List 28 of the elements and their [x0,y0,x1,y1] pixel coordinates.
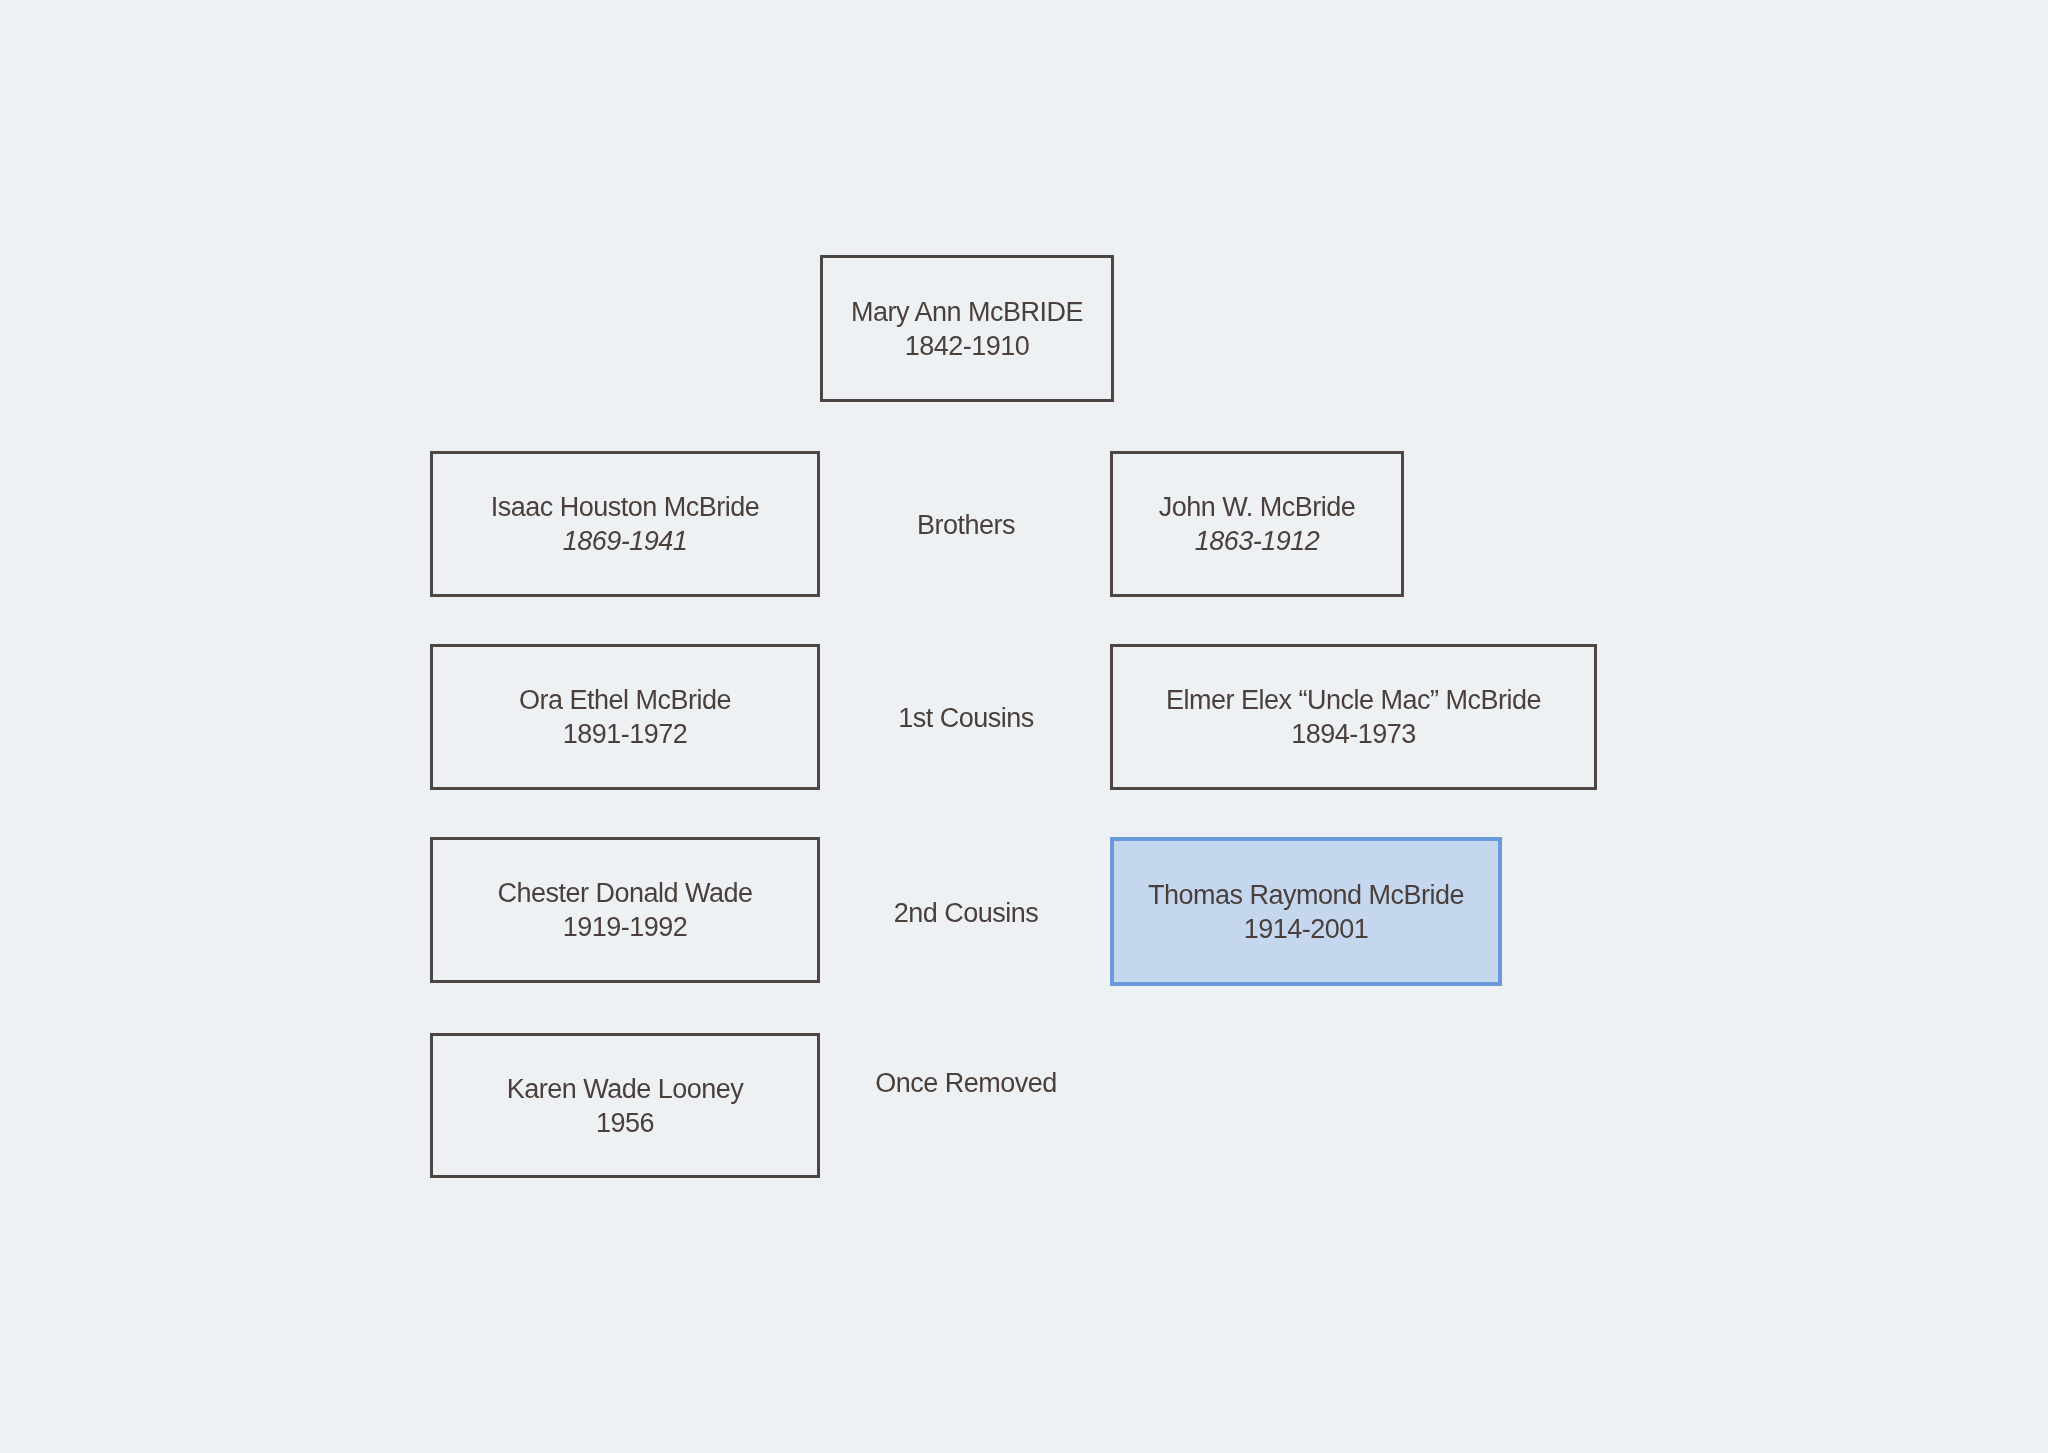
life-dates: 1914-2001 [1243,912,1369,946]
relationship-label: Brothers [917,509,1015,541]
life-dates: 1919-1992 [562,911,688,944]
person-box [430,644,820,790]
person-name: Thomas Raymond McBride [1147,878,1465,912]
relationship-label: 2nd Cousins [893,897,1039,929]
life-dates: 1869-1941 [562,525,688,558]
person-name: Ora Ethel McBride [518,684,732,717]
highlighted-person-box [1110,837,1502,986]
relationship-label: 1st Cousins [898,702,1034,734]
person-name: John W. McBride [1158,491,1356,524]
life-dates: 1956 [595,1106,655,1140]
person-box [1110,644,1597,790]
person-box [430,1033,820,1178]
person-name: Mary Ann McBRIDE [850,295,1084,329]
person-name: Elmer Elex “Uncle Mac” McBride [1165,684,1542,717]
person-name: Chester Donald Wade [497,877,753,910]
person-box [430,451,820,597]
life-dates: 1863-1912 [1194,525,1320,558]
person-box [430,837,820,983]
life-dates: 1891-1972 [562,718,688,751]
person-box [820,255,1114,402]
person-box [1110,451,1404,597]
life-dates: 1894-1973 [1291,718,1416,751]
person-name: Karen Wade Looney [506,1072,744,1106]
relationship-label: Once Removed [875,1067,1057,1099]
life-dates: 1842-1910 [904,329,1030,363]
person-name: Isaac Houston McBride [490,491,760,524]
